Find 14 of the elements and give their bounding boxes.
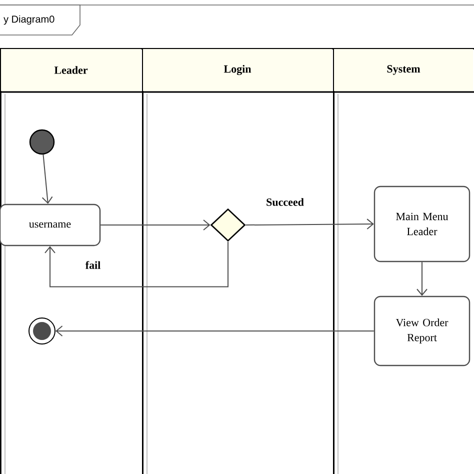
action-box: username [0,204,101,246]
action-box: View Order Report [374,296,470,366]
arrow [42,154,53,204]
edge-label: fail [84,260,102,270]
arrow [416,262,428,296]
start-node [29,129,55,155]
arrow [100,220,210,230]
arrow [56,326,374,336]
edge-label: Succeed [265,197,305,207]
arrow [44,241,228,288]
arrow [245,218,374,230]
title-tab: y Diagram0 [0,4,80,36]
end-node [28,318,56,344]
action-box: Main Menu Leader [374,186,470,262]
